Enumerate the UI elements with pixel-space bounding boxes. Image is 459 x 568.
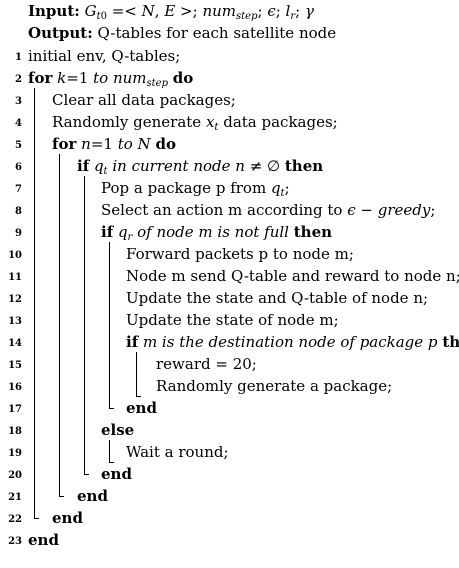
input-label: Input: <box>28 2 80 20</box>
line-text: for n=1 to N do <box>52 135 176 153</box>
line-number: 5 <box>15 140 22 151</box>
line-number: 10 <box>8 250 22 261</box>
line-number: 11 <box>8 272 22 283</box>
block-line-if-qr <box>109 242 110 408</box>
line-number: 13 <box>8 316 22 327</box>
block-line-end <box>136 396 141 397</box>
line-text: else <box>101 421 135 439</box>
block-line-if-qt <box>84 176 85 474</box>
line-number: 2 <box>15 74 22 85</box>
line-text: Wait a round; <box>126 443 229 461</box>
line-text: Pop a package p from qt; <box>101 179 290 199</box>
line-text: Forward packets p to node m; <box>126 245 354 263</box>
line-number: 18 <box>8 426 22 437</box>
line-number: 9 <box>15 228 22 239</box>
output-text: Q-tables for each satellite node <box>97 24 337 42</box>
block-line-end <box>59 496 64 497</box>
line-number: 3 <box>15 96 22 107</box>
line-text: Node m send Q-table and reward to node n… <box>126 267 459 285</box>
line-number: 19 <box>8 448 22 459</box>
line-text: end <box>126 399 157 417</box>
line-number: 4 <box>15 118 22 129</box>
line-text: Clear all data packages; <box>52 91 236 109</box>
line-number: 23 <box>8 536 22 547</box>
line-text: end <box>101 465 132 483</box>
line-text: end <box>52 509 83 527</box>
line-number: 7 <box>15 184 22 195</box>
line-number: 16 <box>8 382 22 393</box>
line-text: reward = 20; <box>156 355 257 373</box>
line-text: if m is the destination node of package … <box>126 333 459 351</box>
line-number: 1 <box>15 52 22 63</box>
line-text: end <box>77 487 108 505</box>
line-number: 14 <box>8 338 22 349</box>
line-number: 6 <box>15 162 22 173</box>
input-text: Gt0 =< N, E >; numstep; ϵ; lr; γ <box>84 2 314 22</box>
line-number: 22 <box>8 514 22 525</box>
line-text: for k=1 to numstep do <box>28 69 194 89</box>
line-number: 20 <box>8 470 22 481</box>
line-text: if qt in current node n ≠ ∅ then <box>77 157 324 177</box>
block-line-end <box>34 518 39 519</box>
block-line-end <box>109 408 114 409</box>
line-text: Update the state and Q-table of node n; <box>126 289 429 307</box>
line-number: 12 <box>8 294 22 305</box>
block-line-outer-for <box>34 88 35 518</box>
line-text: Update the state of node m; <box>126 311 339 329</box>
output-label: Output: <box>28 24 93 42</box>
line-text: initial env, Q-tables; <box>28 47 181 65</box>
block-line-if-destination <box>136 352 137 396</box>
line-text: if qr of node m is not full then <box>101 223 333 243</box>
line-text: Select an action m according to ϵ − gree… <box>101 201 436 219</box>
block-line-inner-for <box>59 154 60 496</box>
block-line-end <box>109 462 114 463</box>
line-text: Randomly generate a package; <box>156 377 393 395</box>
block-line-end <box>84 474 89 475</box>
line-text: end <box>28 531 59 549</box>
line-number: 21 <box>8 492 22 503</box>
line-number: 8 <box>15 206 22 217</box>
line-text: Randomly generate xt data packages; <box>52 113 338 133</box>
line-number: 17 <box>8 404 22 415</box>
line-number: 15 <box>8 360 22 371</box>
block-line-else <box>109 440 110 462</box>
